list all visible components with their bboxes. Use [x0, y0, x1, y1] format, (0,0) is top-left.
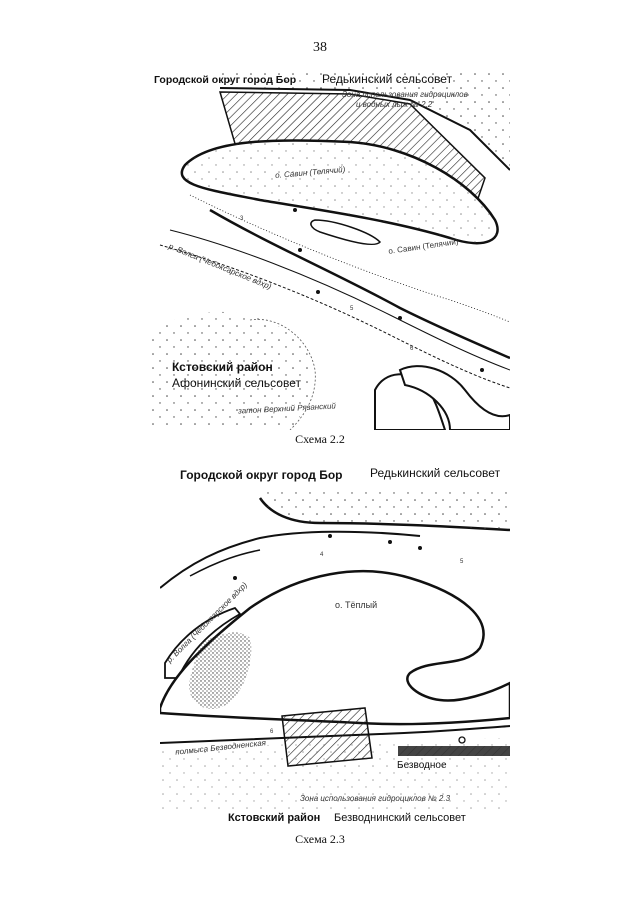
- scheme-2-3-bottom-council: Безводнинский сельсовет: [334, 812, 466, 824]
- svg-text:6: 6: [270, 729, 274, 735]
- scheme-2-2-bottom-council: Афонинский сельсовет: [172, 376, 301, 390]
- scheme-2-3-top-right-label: Редькинский сельсовет: [370, 466, 501, 480]
- svg-text:5: 5: [460, 559, 464, 565]
- scheme-2-2-caption: Схема 2.2: [295, 432, 345, 446]
- svg-text:6: 6: [410, 346, 414, 352]
- svg-text:4: 4: [320, 552, 324, 558]
- scheme-2-2-zone-label-1: Зона использования гидроциклов: [342, 90, 468, 99]
- scheme-2-2-top-right-label: Редькинский сельсовет: [322, 72, 453, 86]
- svg-text:3: 3: [240, 216, 244, 222]
- svg-text:5: 5: [350, 306, 354, 312]
- page-number: 38: [313, 40, 327, 55]
- scheme-2-3-top-left-label: Городской округ город Бор: [180, 468, 343, 482]
- scheme-2-2-top-left-label: Городской округ город Бор: [154, 74, 297, 86]
- scheme-2-3-island-label: о. Тёплый: [335, 600, 378, 610]
- scheme-2-2-bottom-district: Кстовский район: [172, 360, 273, 374]
- scheme-2-3-bottom-district: Кстовский район: [228, 812, 321, 824]
- scheme-2-2-map: 3 5 6 Городской округ город Бор Редькинс…: [150, 70, 510, 430]
- scheme-2-3-zone-label: Зона использования гидроциклов № 2.3: [300, 794, 451, 803]
- scheme-2-2-zone-label-2: и водных лыж № 2.2: [356, 100, 433, 109]
- scheme-2-3-map: 4 5 6 Городской округ город Бор Редькинс…: [160, 466, 510, 813]
- scheme-2-2-drawing: 3 5 6: [150, 70, 510, 430]
- scheme-2-3-village-label: Безводное: [397, 760, 447, 771]
- scheme-2-3-drawing: 4 5 6: [160, 488, 510, 813]
- scheme-2-3-caption: Схема 2.3: [295, 832, 345, 846]
